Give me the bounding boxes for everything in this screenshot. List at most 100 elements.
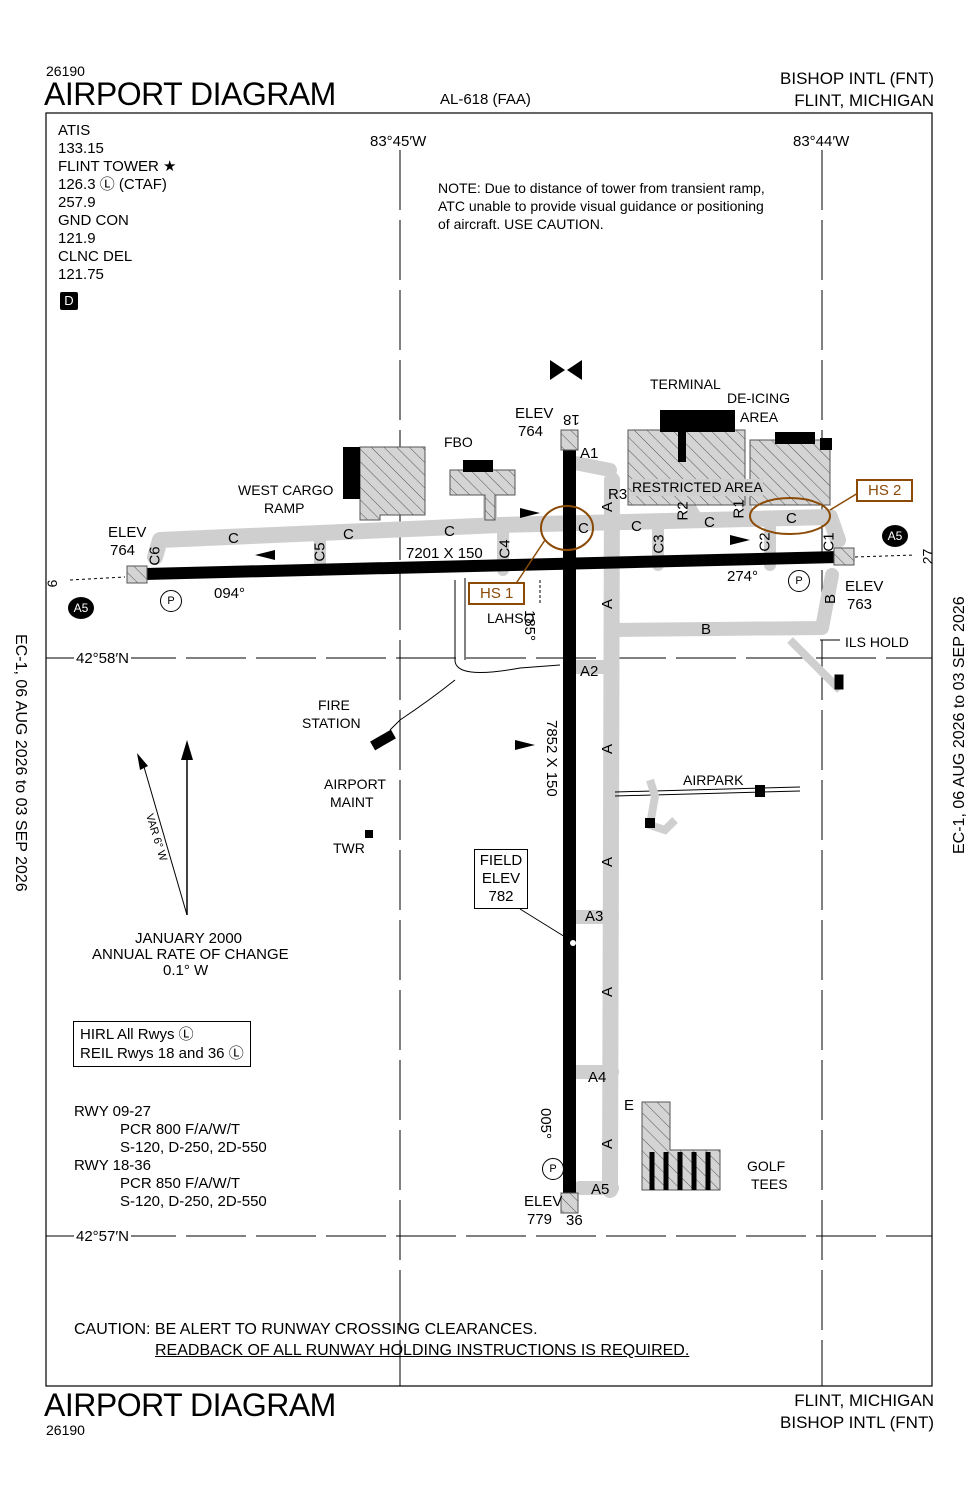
buildings	[359, 429, 831, 1191]
fire-station-label: FIRE	[318, 697, 350, 713]
deicing-label: DE-ICING	[727, 390, 790, 406]
hold-markings	[539, 580, 844, 693]
golf-label: GOLF	[747, 1158, 786, 1174]
golf-tees	[649, 1152, 711, 1190]
elev-west-label: ELEV	[108, 524, 147, 541]
taxiway-A1-label: A1	[580, 445, 599, 462]
grid-lines	[46, 150, 932, 1386]
taxiway-C6-label: C6	[146, 546, 164, 566]
city-state: FLINT, MICHIGAN	[794, 91, 934, 110]
taxiway-A-label: A	[599, 1138, 617, 1150]
taxiway-A-label: A	[599, 743, 617, 755]
parking-icon: P	[160, 590, 182, 612]
taxiway-C-label: C	[786, 510, 797, 527]
lighting-box: HIRL All Rwys Ⓛ REIL Rwys 18 and 36 Ⓛ	[73, 1021, 251, 1067]
field-elev-box: FIELD ELEV 782	[474, 849, 528, 909]
hotspot-2-label[interactable]: HS 2	[856, 479, 914, 502]
parking-icon: P	[542, 1158, 564, 1180]
note-line-3: of aircraft. USE CAUTION.	[438, 216, 604, 232]
taxiway-A-label: A	[599, 986, 617, 998]
hotspot-2-circle	[749, 497, 831, 535]
freq-atis-value: 133.15	[58, 140, 104, 157]
field-elev-label: FIELD	[479, 852, 523, 869]
freq-tower: FLINT TOWER ★	[58, 158, 177, 175]
taxiway-R1-label: R1	[730, 499, 748, 519]
field-elev-value: 782	[488, 888, 514, 905]
airport-maint-label: AIRPORT	[324, 776, 386, 792]
taxiway-C2-label: C2	[756, 532, 774, 552]
taxiway-C-label: C	[578, 520, 589, 537]
taxiway-A4-label: A4	[588, 1069, 607, 1086]
var-label: VAR 6° W	[143, 812, 169, 863]
taxiways	[147, 455, 846, 1198]
taxiway-B-label: B	[822, 593, 840, 605]
taxiway-C-label: C	[631, 518, 642, 535]
taxiway-C-label: C	[343, 526, 354, 543]
mag-rate-label: ANNUAL RATE OF CHANGE	[92, 946, 289, 963]
taxiway-C-label: C	[444, 523, 455, 540]
parking-icon: P	[788, 570, 810, 592]
footer-airport-name: BISHOP INTL (FNT)	[780, 1413, 934, 1432]
terminal-label: TERMINAL	[650, 376, 721, 392]
taxiway-A-label: A	[599, 856, 617, 868]
freq-clearance-value: 121.75	[58, 266, 104, 283]
elev-south-value: 779	[527, 1211, 553, 1228]
freq-tower-uhf: 257.9	[58, 194, 96, 211]
hotspot-1-circle	[540, 505, 594, 551]
arresting-gear-icon: A5	[68, 597, 94, 619]
footer-chart-id: 26190	[46, 1422, 85, 1438]
airspace-class-badge: D	[60, 292, 78, 310]
footer-title: AIRPORT DIAGRAM	[44, 1387, 336, 1423]
taxiway-C-label: C	[704, 514, 715, 531]
rwy-274-heading: 274°	[727, 568, 759, 585]
rwy-end-9: 9	[44, 579, 61, 588]
pavement-rwy-09-27-pcr: PCR 800 F/A/W/T	[120, 1121, 241, 1138]
runway-09-27	[145, 551, 838, 580]
taxiway-A2-label: A2	[580, 663, 599, 680]
taxiway-E-label: E	[624, 1097, 635, 1114]
chart-id-top: 26190	[46, 63, 85, 79]
airpark-area	[614, 778, 801, 835]
airpark-label: AIRPARK	[683, 772, 744, 788]
chart-frame	[45, 112, 933, 1387]
freq-ground: GND CON	[58, 212, 129, 229]
pavement-rwy-18-36-strength: S-120, D-250, 2D-550	[120, 1193, 267, 1210]
taxiway-B-label: B	[701, 621, 712, 638]
lat-north: 42°58′N	[74, 650, 132, 668]
rwy-18-36-dimensions: 7852 X 150	[543, 720, 560, 797]
runway-18-36	[563, 430, 576, 1210]
west-cargo-label: WEST CARGO	[238, 482, 334, 498]
airport-maint-label-2: MAINT	[330, 794, 374, 810]
taxiway-A-label: A	[599, 598, 617, 610]
taxiway-C5-label: C5	[311, 542, 329, 562]
hotspot-1-label[interactable]: HS 1	[468, 582, 526, 605]
elev-north-value: 764	[518, 423, 544, 440]
pavement-rwy-09-27-strength: S-120, D-250, 2D-550	[120, 1139, 267, 1156]
rwy-094-heading: 094°	[214, 585, 246, 602]
airport-name: BISHOP INTL (FNT)	[780, 69, 934, 88]
twr-label: TWR	[333, 840, 365, 856]
caution-line-1: CAUTION: BE ALERT TO RUNWAY CROSSING CLE…	[74, 1321, 538, 1338]
taxiway-C-label: C	[228, 530, 239, 547]
rwy-end-27: 27	[919, 548, 936, 565]
lon-east: 83°44′W	[793, 133, 850, 150]
rwy-end-18: 18	[563, 411, 580, 428]
procedure-ref: AL-618 (FAA)	[440, 91, 531, 108]
pavement-rwy-18-36-pcr: PCR 850 F/A/W/T	[120, 1175, 241, 1192]
elev-south-label: ELEV	[524, 1193, 563, 1210]
mag-rate-value: 0.1° W	[163, 962, 209, 979]
freq-ground-value: 121.9	[58, 230, 96, 247]
elev-north-label: ELEV	[515, 405, 554, 422]
mag-date: JANUARY 2000	[135, 930, 243, 947]
elev-east-label: ELEV	[845, 578, 884, 595]
freq-clearance: CLNC DEL	[58, 248, 133, 265]
taxiway-C1-label: C1	[820, 532, 838, 552]
west-cargo-label-2: RAMP	[264, 500, 305, 516]
freq-tower-value: 126.3 Ⓛ (CTAF)	[58, 176, 167, 193]
building-blocks	[343, 410, 832, 499]
taxiway-R3-label: R3	[608, 486, 628, 503]
golf-label-2: TEES	[751, 1176, 788, 1192]
taxiway-C4-label: C4	[496, 539, 514, 559]
tower-symbol	[365, 830, 373, 838]
taxiway-C3-label: C3	[650, 534, 668, 554]
